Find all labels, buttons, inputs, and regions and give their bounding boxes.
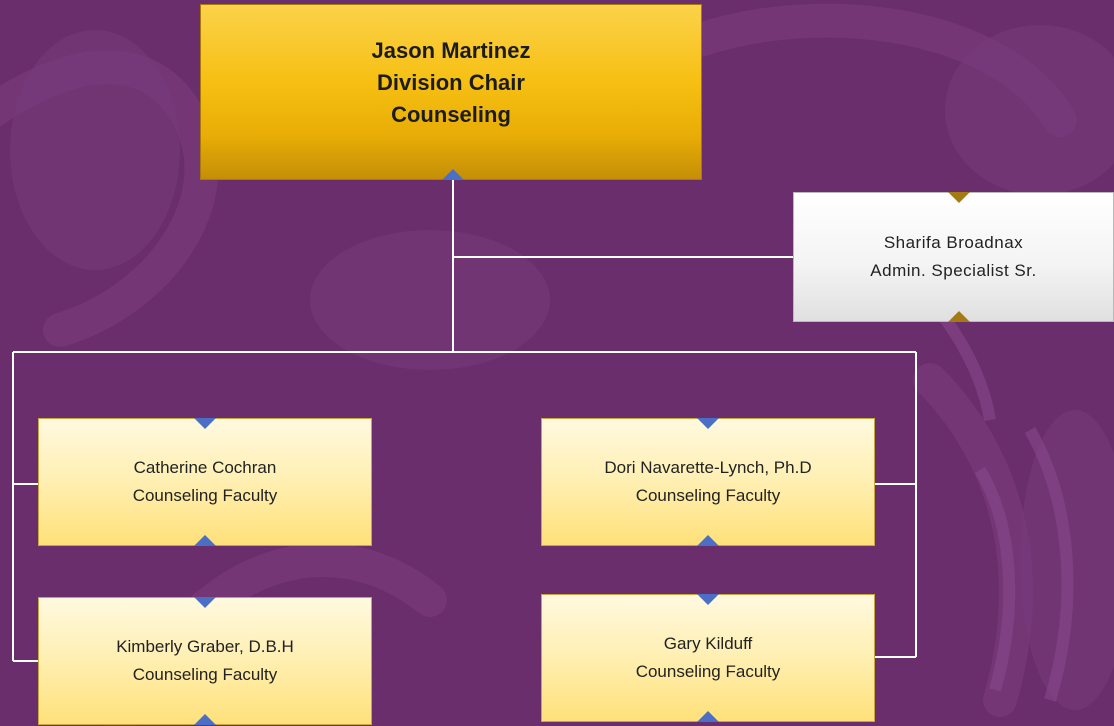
staff-title: Counseling Faculty	[635, 486, 781, 505]
staff-top-marker	[697, 418, 719, 429]
staff-top-marker	[194, 597, 216, 608]
admin-node[interactable]: Sharifa Broadnax Admin. Specialist Sr.	[793, 192, 1114, 322]
staff-bottom-marker	[194, 714, 216, 725]
staff-title: Counseling Faculty	[132, 665, 278, 684]
staff-name: Gary Kilduff	[663, 634, 753, 653]
staff-node-cochran[interactable]: Catherine Cochran Counseling Faculty	[38, 418, 372, 546]
staff-name: Dori Navarette-Lynch, Ph.D	[604, 458, 812, 477]
staff-node-kilduff[interactable]: Gary Kilduff Counseling Faculty	[541, 594, 875, 722]
staff-title: Counseling Faculty	[635, 662, 781, 681]
staff-top-marker	[697, 594, 719, 605]
chair-name: Jason Martinez	[371, 38, 531, 63]
staff-title: Counseling Faculty	[132, 486, 278, 505]
admin-bottom-marker	[948, 311, 970, 322]
admin-name: Sharifa Broadnax	[883, 233, 1024, 252]
staff-node-graber[interactable]: Kimberly Graber, D.B.H Counseling Facult…	[38, 597, 372, 725]
admin-title: Admin. Specialist Sr.	[870, 261, 1037, 280]
chair-title: Division Chair	[377, 70, 525, 95]
staff-bottom-marker	[697, 535, 719, 546]
chair-connection-marker	[442, 169, 464, 180]
chair-department: Counseling	[391, 102, 511, 127]
staff-node-navarette-lynch[interactable]: Dori Navarette-Lynch, Ph.D Counseling Fa…	[541, 418, 875, 546]
staff-bottom-marker	[194, 535, 216, 546]
admin-top-marker	[948, 192, 970, 203]
staff-name: Catherine Cochran	[133, 458, 277, 477]
chair-node[interactable]: Jason Martinez Division Chair Counseling	[200, 4, 702, 180]
staff-name: Kimberly Graber, D.B.H	[116, 637, 294, 656]
staff-bottom-marker	[697, 711, 719, 722]
staff-top-marker	[194, 418, 216, 429]
